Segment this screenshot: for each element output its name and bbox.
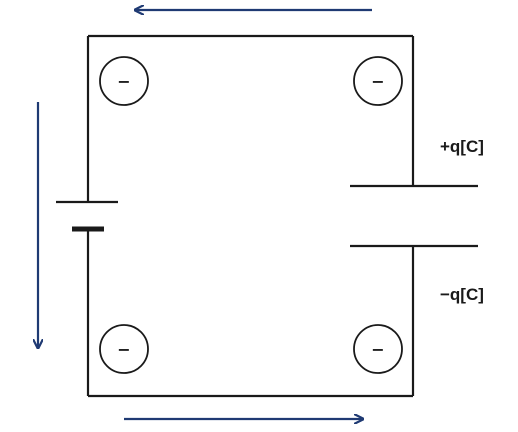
charge-bottom-left: − bbox=[99, 324, 149, 374]
battery bbox=[56, 200, 118, 232]
charge-top-right: − bbox=[353, 56, 403, 106]
charge-sign: − bbox=[117, 340, 130, 359]
charge-sign: − bbox=[117, 72, 130, 91]
current-arrows bbox=[38, 10, 372, 419]
charge-bottom-right: − bbox=[353, 324, 403, 374]
capacitor bbox=[350, 184, 478, 248]
charge-sign: − bbox=[371, 72, 384, 91]
charge-circle bbox=[353, 324, 403, 374]
charge-sign: − bbox=[371, 340, 384, 359]
circuit-wires bbox=[86, 34, 415, 398]
capacitor-bottom-label: −q[C] bbox=[440, 285, 484, 304]
capacitor-top-label: +q[C] bbox=[440, 137, 484, 156]
charge-top-left: − bbox=[99, 56, 149, 106]
charge-circle bbox=[99, 56, 149, 106]
charge-circle bbox=[99, 324, 149, 374]
charge-circle bbox=[353, 56, 403, 106]
